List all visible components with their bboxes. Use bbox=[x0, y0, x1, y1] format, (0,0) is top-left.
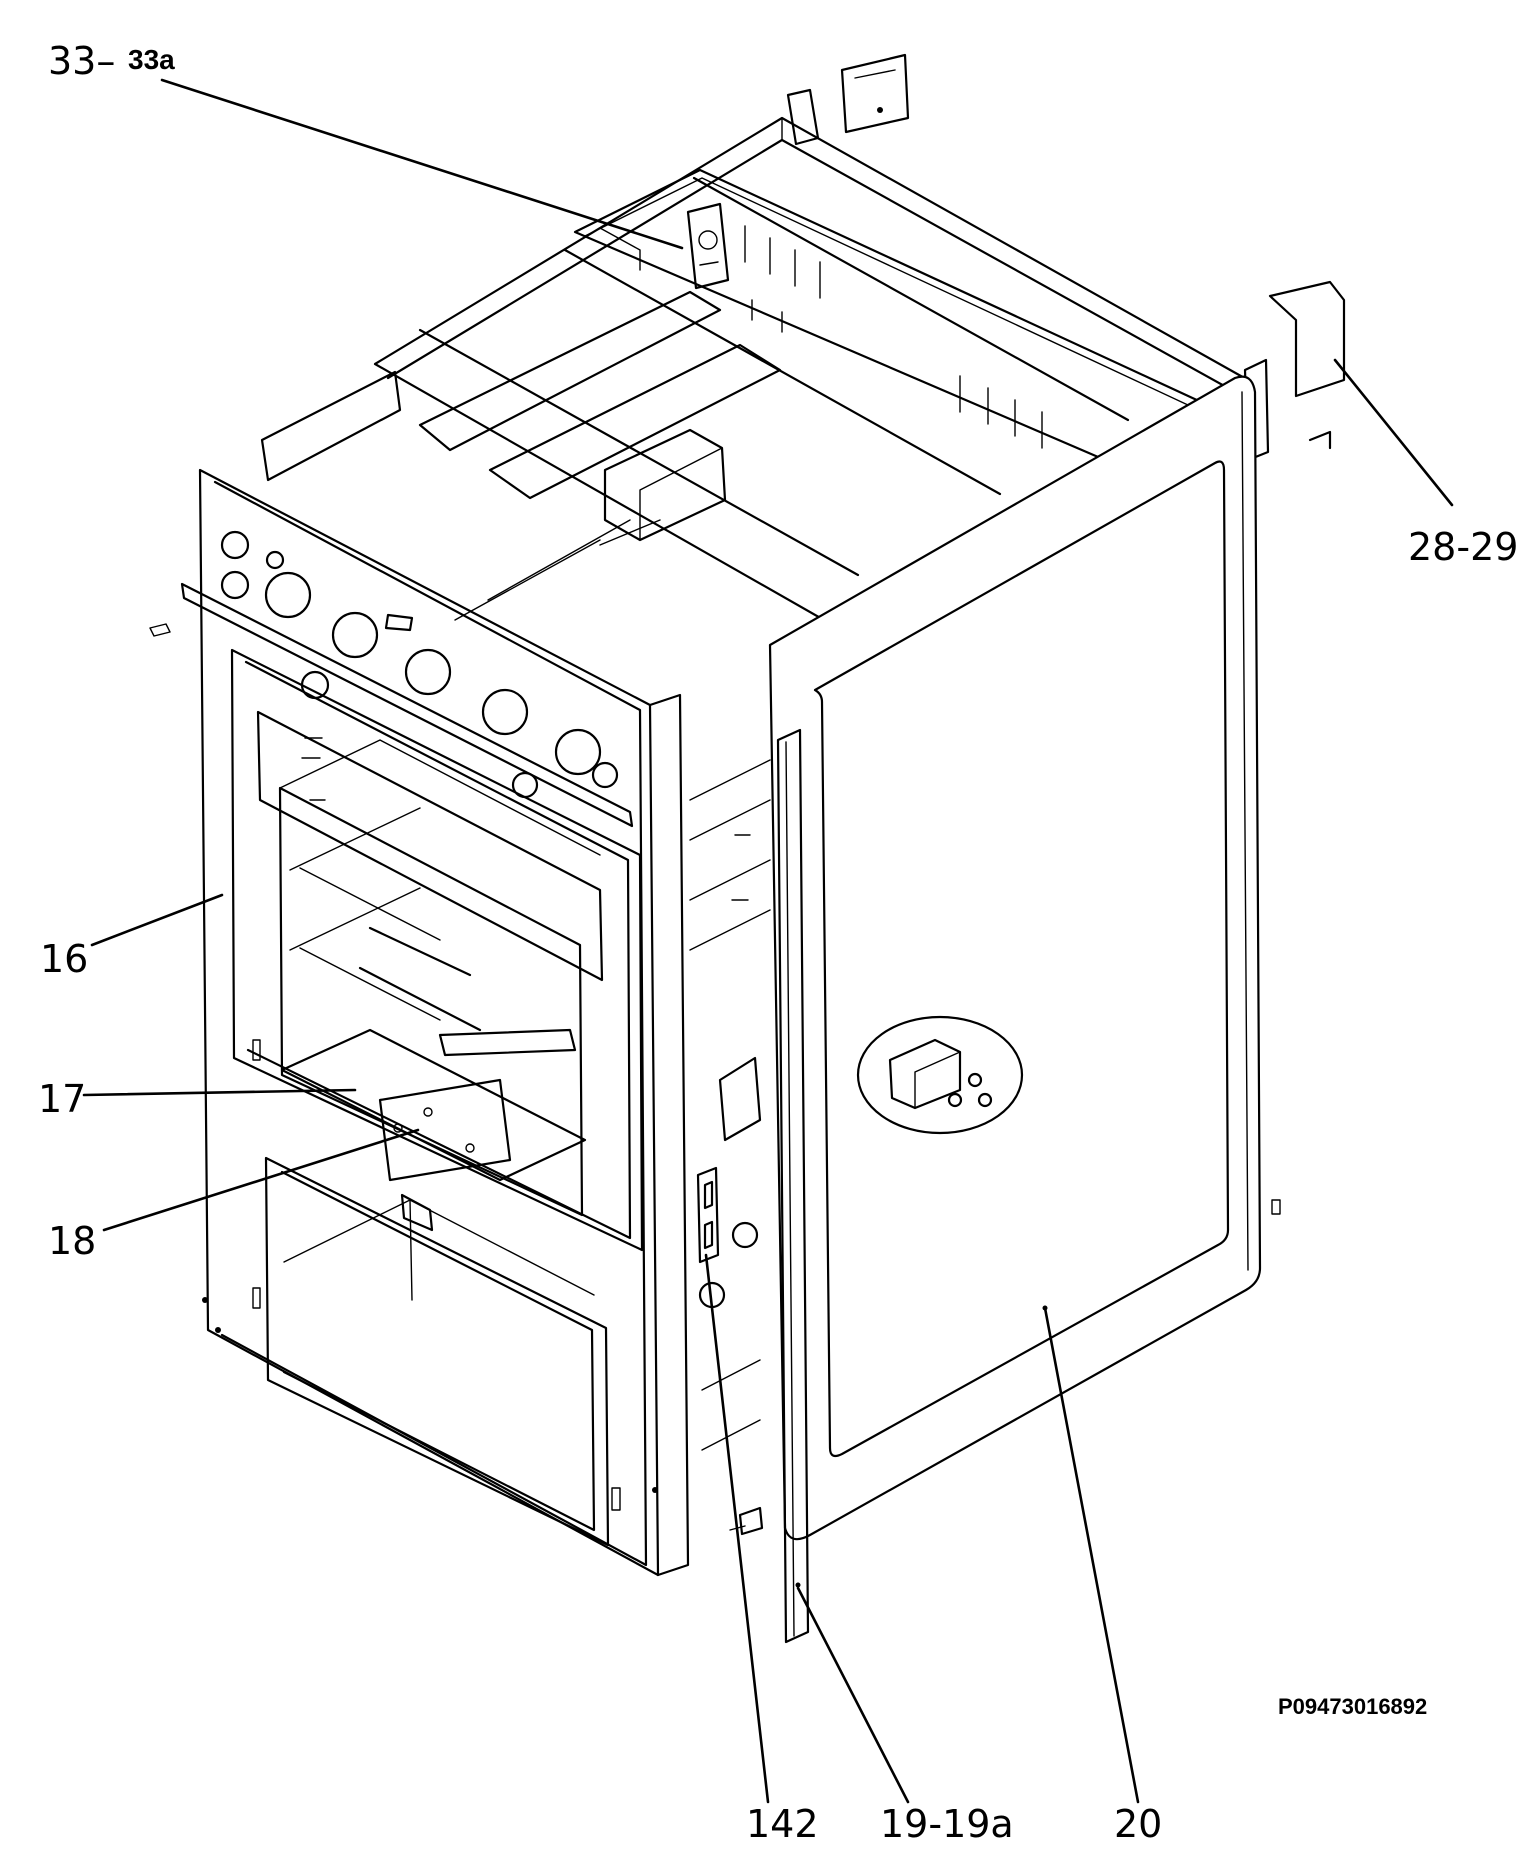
side-panel bbox=[768, 375, 1281, 1541]
callout-17: 17 bbox=[38, 1077, 87, 1121]
callout-16: 16 bbox=[40, 937, 89, 981]
leader-18 bbox=[102, 1128, 420, 1232]
front-panel bbox=[149, 468, 690, 1577]
leader-17 bbox=[82, 1088, 357, 1097]
hinge-part bbox=[696, 1166, 764, 1536]
callout-19-19a: 19-19a bbox=[880, 1802, 1014, 1846]
leader-28 bbox=[1333, 358, 1454, 507]
leader-16 bbox=[90, 893, 224, 947]
leader-20 bbox=[1043, 1306, 1140, 1804]
rear-bracket bbox=[1243, 280, 1346, 462]
side-strip bbox=[776, 728, 810, 1644]
leader-33 bbox=[160, 78, 684, 250]
callout-28-29: 28-29 bbox=[1408, 525, 1519, 569]
callout-20: 20 bbox=[1114, 1802, 1163, 1846]
top-rear-crossbar bbox=[573, 168, 1242, 477]
lower-internal bbox=[689, 759, 771, 1451]
upper-internal bbox=[260, 290, 782, 621]
callout-142: 142 bbox=[746, 1802, 819, 1846]
leader-142 bbox=[704, 1253, 770, 1804]
drawing-code: P09473016892 bbox=[1278, 1694, 1428, 1719]
leader-19 bbox=[796, 1586, 910, 1804]
callout-18: 18 bbox=[48, 1219, 97, 1263]
callout-33: 33– bbox=[48, 39, 116, 83]
callout-33a: 33a bbox=[128, 44, 175, 75]
